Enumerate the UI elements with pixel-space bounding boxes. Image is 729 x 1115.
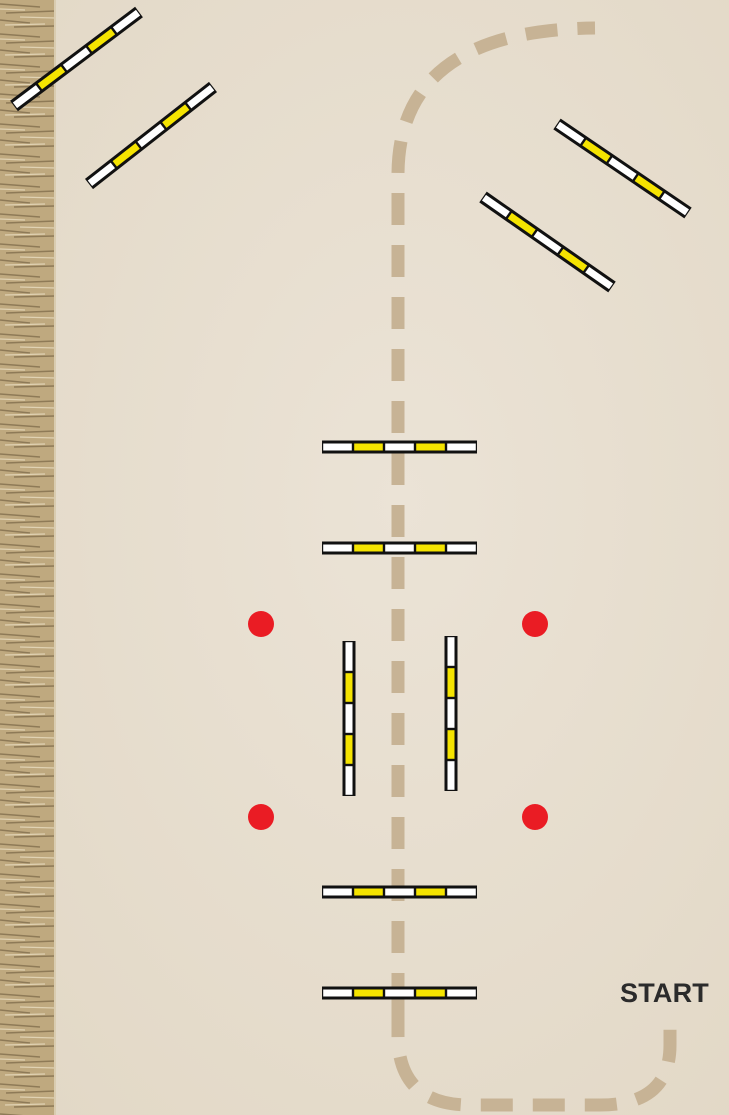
- fence-rail: [0, 0, 55, 1115]
- cone-marker: [248, 611, 274, 637]
- cone-marker: [522, 611, 548, 637]
- start-label: START: [620, 978, 709, 1009]
- cone-marker: [248, 804, 274, 830]
- cone-marker: [522, 804, 548, 830]
